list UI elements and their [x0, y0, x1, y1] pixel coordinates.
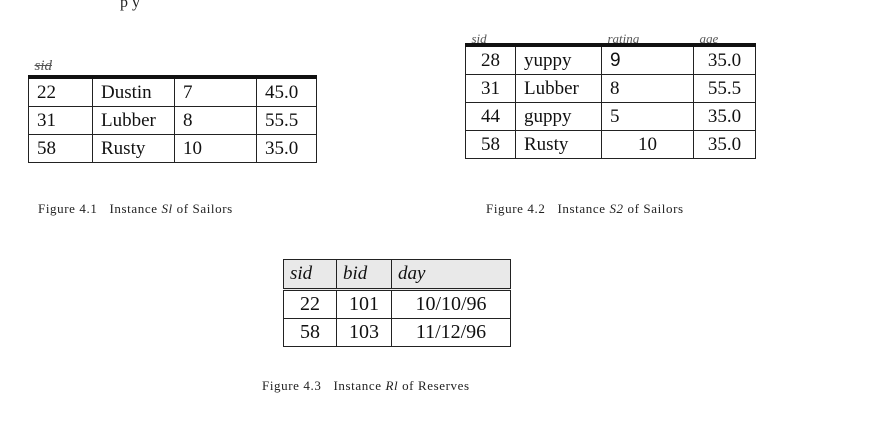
cell-rating: 5: [601, 102, 694, 131]
cell-age: 35.0: [256, 134, 317, 163]
caption-text: Instance: [557, 201, 606, 216]
figure-4-2-caption: Figure 4.2 Instance S2 of Sailors: [486, 201, 684, 217]
cell-age: 55.5: [256, 106, 317, 135]
column-header-age: [256, 58, 317, 79]
cell-bid: 103: [336, 318, 392, 347]
cell-sname: Rusty: [92, 134, 175, 163]
column-header-sid: sid: [465, 34, 516, 47]
figure-label: Figure 4.1: [38, 201, 98, 216]
table-row: 58 Rusty 10 35.0: [28, 134, 317, 163]
sailors-s2-table: sid rating age 28 yuppy 9 35.0 31 Lubber…: [465, 34, 756, 159]
column-header-sname: [515, 34, 602, 47]
column-header-sname: [92, 58, 175, 79]
column-header-sid: sid: [283, 259, 337, 291]
cell-sname: Lubber: [515, 74, 602, 103]
sailors-s1-table: sid 22 Dustin 7 45.0 31 Lubber 8 55.5 58…: [28, 58, 317, 163]
cell-day: 10/10/96: [391, 289, 511, 319]
cell-age: 35.0: [693, 102, 756, 131]
caption-text: of Sailors: [627, 201, 684, 216]
cell-age: 35.0: [693, 44, 756, 75]
figure-label: Figure 4.2: [486, 201, 546, 216]
table-row: 31 Lubber 8 55.5: [28, 106, 317, 135]
intro-text-fragment: p y: [120, 0, 140, 11]
column-header-rating: [174, 58, 257, 79]
cell-sid: 22: [283, 289, 337, 319]
cell-sid: 31: [465, 74, 516, 103]
cell-sid: 58: [465, 130, 516, 159]
table-row: 58 Rusty 10 35.0: [465, 130, 756, 159]
cell-rating: 7: [174, 76, 257, 107]
cell-sid: 28: [465, 44, 516, 75]
cell-rating: 10: [174, 134, 257, 163]
instance-name: S2: [609, 201, 624, 216]
instance-name: Sl: [161, 201, 173, 216]
table-header-row: sid bid day: [283, 259, 511, 291]
cell-sid: 44: [465, 102, 516, 131]
column-header-bid: bid: [336, 259, 392, 291]
table-row: 22 101 10/10/96: [283, 289, 511, 319]
table-row: 28 yuppy 9 35.0: [465, 44, 756, 75]
cell-sid: 58: [28, 134, 93, 163]
cell-sname: Lubber: [92, 106, 175, 135]
figure-4-3-caption: Figure 4.3 Instance Rl of Reserves: [262, 378, 470, 394]
column-header-age: age: [693, 34, 756, 47]
table-header-row: sid: [28, 58, 317, 79]
column-header-day: day: [391, 259, 511, 291]
cell-rating: 8: [601, 74, 694, 103]
cell-sname: Dustin: [92, 76, 175, 107]
cell-sid: 58: [283, 318, 337, 347]
cell-sname: yuppy: [515, 44, 602, 75]
table-row: 22 Dustin 7 45.0: [28, 76, 317, 107]
table-row: 31 Lubber 8 55.5: [465, 74, 756, 103]
caption-text: of Reserves: [402, 378, 470, 393]
cell-age: 45.0: [256, 76, 317, 107]
cell-sname: guppy: [515, 102, 602, 131]
caption-text: of Sailors: [176, 201, 233, 216]
column-header-rating: rating: [601, 34, 694, 47]
caption-text: Instance: [109, 201, 158, 216]
table-row: 44 guppy 5 35.0: [465, 102, 756, 131]
cell-bid: 101: [336, 289, 392, 319]
cell-rating: 8: [174, 106, 257, 135]
cell-sname: Rusty: [515, 130, 602, 159]
table-row: 58 103 11/12/96: [283, 318, 511, 347]
reserves-r1-table: sid bid day 22 101 10/10/96 58 103 11/12…: [283, 259, 511, 347]
cell-sid: 22: [28, 76, 93, 107]
cell-day: 11/12/96: [391, 318, 511, 347]
table-header-row: sid rating age: [465, 34, 756, 47]
cell-rating: 9: [601, 44, 694, 75]
figure-label: Figure 4.3: [262, 378, 322, 393]
cell-rating: 10: [601, 130, 694, 159]
instance-name: Rl: [385, 378, 399, 393]
cell-age: 35.0: [693, 130, 756, 159]
figure-4-1-caption: Figure 4.1 Instance Sl of Sailors: [38, 201, 233, 217]
caption-text: Instance: [333, 378, 382, 393]
cell-age: 55.5: [693, 74, 756, 103]
column-header-sid: sid: [28, 58, 93, 79]
cell-sid: 31: [28, 106, 93, 135]
